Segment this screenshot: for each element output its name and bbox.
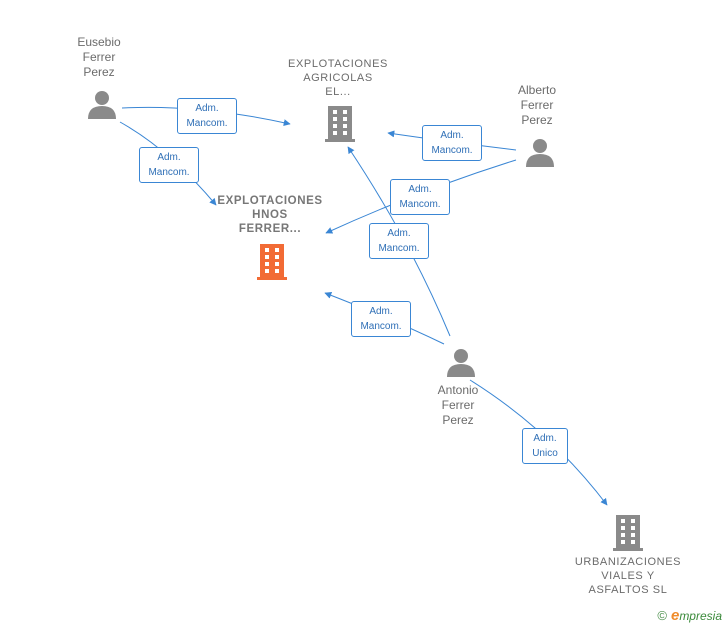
relation-type: Mancom. — [186, 118, 228, 129]
relation-label-antonio-urbanizaciones[interactable]: Adm. Unico — [522, 428, 568, 464]
relation-label-eusebio-hnos[interactable]: Adm. Mancom. — [139, 147, 199, 183]
label-urbanizaciones: URBANIZACIONES VIALES Y ASFALTOS SL — [574, 556, 682, 596]
person-icon-antonio[interactable] — [446, 347, 476, 377]
brand-name: mpresia — [679, 609, 722, 623]
label-alberto: Alberto Ferrer Perez — [517, 83, 557, 127]
relation-type: Mancom. — [399, 199, 441, 210]
relation-type: Mancom. — [148, 167, 190, 178]
relation-role: Adm. — [440, 130, 464, 141]
relation-label-alberto-agricolas[interactable]: Adm. Mancom. — [422, 125, 482, 161]
relation-label-eusebio-agricolas[interactable]: Adm. Mancom. — [177, 98, 237, 134]
building-icon-hnos[interactable] — [257, 244, 287, 280]
building-icon-agricolas[interactable] — [325, 106, 355, 142]
copyright-icon: © — [657, 608, 667, 623]
label-antonio: Antonio Ferrer Perez — [437, 383, 479, 427]
relation-role: Adm. — [408, 184, 432, 195]
relation-label-alberto-hnos[interactable]: Adm. Mancom. — [390, 179, 450, 215]
relation-label-antonio-agricolas[interactable]: Adm. Mancom. — [369, 223, 429, 259]
brand-initial: e — [670, 607, 680, 624]
relation-role: Adm. — [369, 306, 393, 317]
relation-type: Mancom. — [360, 321, 402, 332]
relation-type: Unico — [532, 448, 558, 459]
relation-type: Mancom. — [431, 145, 473, 156]
relation-type: Mancom. — [378, 243, 420, 254]
person-icon-alberto[interactable] — [525, 137, 555, 167]
brand-watermark: © empresia — [657, 607, 722, 624]
label-eusebio: Eusebio Ferrer Perez — [77, 35, 121, 79]
relation-role: Adm. — [533, 433, 557, 444]
relation-label-antonio-hnos[interactable]: Adm. Mancom. — [351, 301, 411, 337]
relation-role: Adm. — [387, 228, 411, 239]
label-hnos: EXPLOTACIONES HNOS FERRER... — [217, 195, 323, 235]
building-icon-urbanizaciones[interactable] — [613, 515, 643, 551]
relation-role: Adm. — [157, 152, 181, 163]
relation-role: Adm. — [195, 103, 219, 114]
person-icon-eusebio[interactable] — [87, 89, 117, 119]
label-agricolas: EXPLOTACIONES AGRICOLAS EL... — [288, 58, 388, 98]
